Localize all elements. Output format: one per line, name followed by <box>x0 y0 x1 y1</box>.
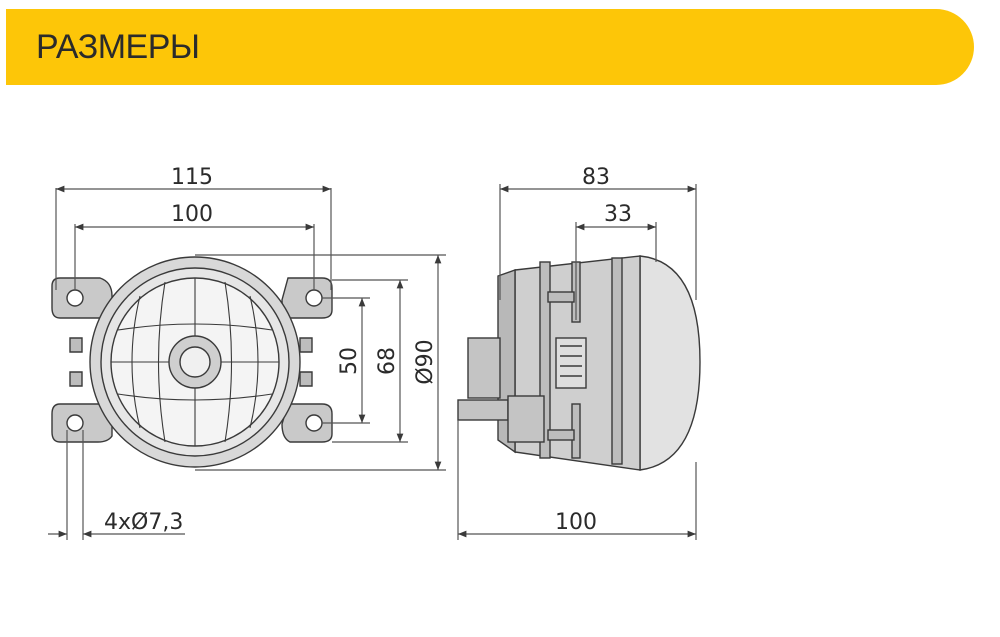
header-bar-fill <box>6 9 974 85</box>
dim-label-50: 50 <box>337 347 362 375</box>
side-connector <box>457 337 545 443</box>
dim-label-100-side: 100 <box>555 510 597 535</box>
mounting-hole <box>66 289 84 307</box>
mounting-hole <box>305 414 323 432</box>
dim-label-68: 68 <box>375 347 400 375</box>
front-view <box>51 256 333 468</box>
side-lens-dome <box>639 255 701 471</box>
bulb <box>179 346 211 378</box>
page-title: РАЗМЕРЫ <box>36 28 200 66</box>
front-dimension-lines <box>48 185 446 540</box>
mounting-holes <box>66 289 323 432</box>
side-view <box>457 255 701 471</box>
dim-label-90: Ø90 <box>413 339 438 384</box>
dim-label-33: 33 <box>604 202 632 227</box>
dim-label-hole: 4xØ7,3 <box>104 510 183 535</box>
mounting-hole <box>66 414 84 432</box>
dim-label-100-front: 100 <box>171 202 213 227</box>
mounting-hole <box>305 289 323 307</box>
section-header-bar: РАЗМЕРЫ <box>6 9 976 85</box>
header-bar-shape <box>6 9 974 85</box>
dim-label-83: 83 <box>582 165 610 190</box>
dim-label-115: 115 <box>171 165 213 190</box>
side-dimension-lines <box>457 184 697 540</box>
side-center-detail <box>555 337 587 389</box>
